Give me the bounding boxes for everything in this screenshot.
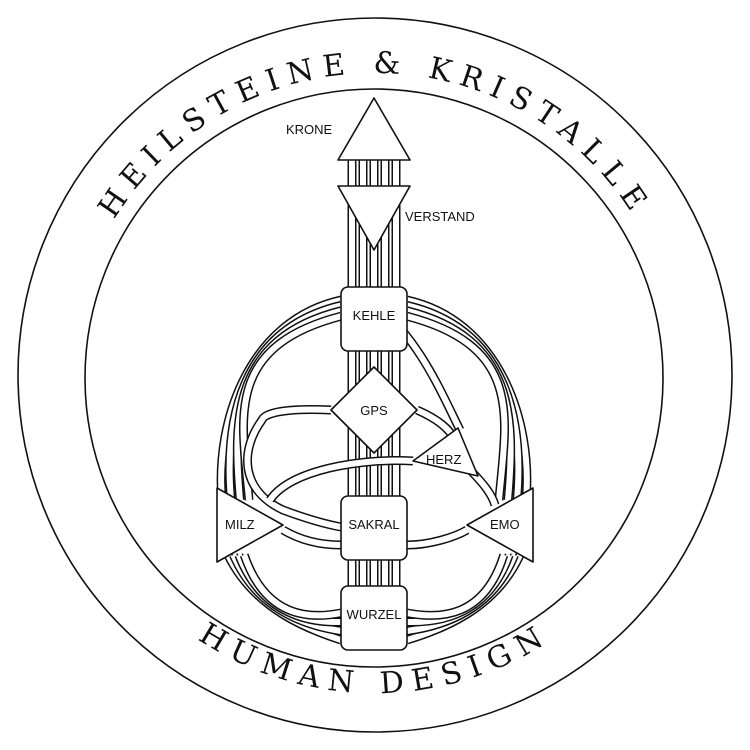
label-emo: EMO — [490, 517, 520, 532]
label-gps: GPS — [360, 403, 388, 418]
outer-ring — [17, 17, 733, 733]
center-kehle — [340, 286, 408, 352]
label-kehle: KEHLE — [353, 308, 396, 323]
center-wurzel — [340, 585, 408, 651]
channel-fill — [241, 554, 342, 619]
inner-ring — [84, 88, 664, 668]
channel-fill — [406, 554, 507, 619]
label-verstand: VERSTAND — [405, 209, 475, 224]
center-krone — [337, 97, 411, 161]
channel-fill — [267, 457, 414, 502]
channel-fill — [406, 527, 469, 548]
center-emo — [466, 487, 534, 563]
label-sakral: SAKRAL — [348, 517, 399, 532]
center-sakral — [340, 495, 408, 561]
center-verstand — [337, 185, 411, 251]
center-milz — [216, 487, 284, 563]
center-herz — [412, 427, 479, 477]
channel-fill — [244, 406, 342, 530]
channel-fill — [406, 313, 508, 501]
channel-fill — [281, 527, 342, 548]
label-herz: HERZ — [426, 452, 461, 467]
label-krone: KRONE — [286, 122, 333, 137]
label-milz: MILZ — [225, 517, 255, 532]
center-gps — [330, 366, 418, 454]
label-wurzel: WURZEL — [347, 607, 402, 622]
